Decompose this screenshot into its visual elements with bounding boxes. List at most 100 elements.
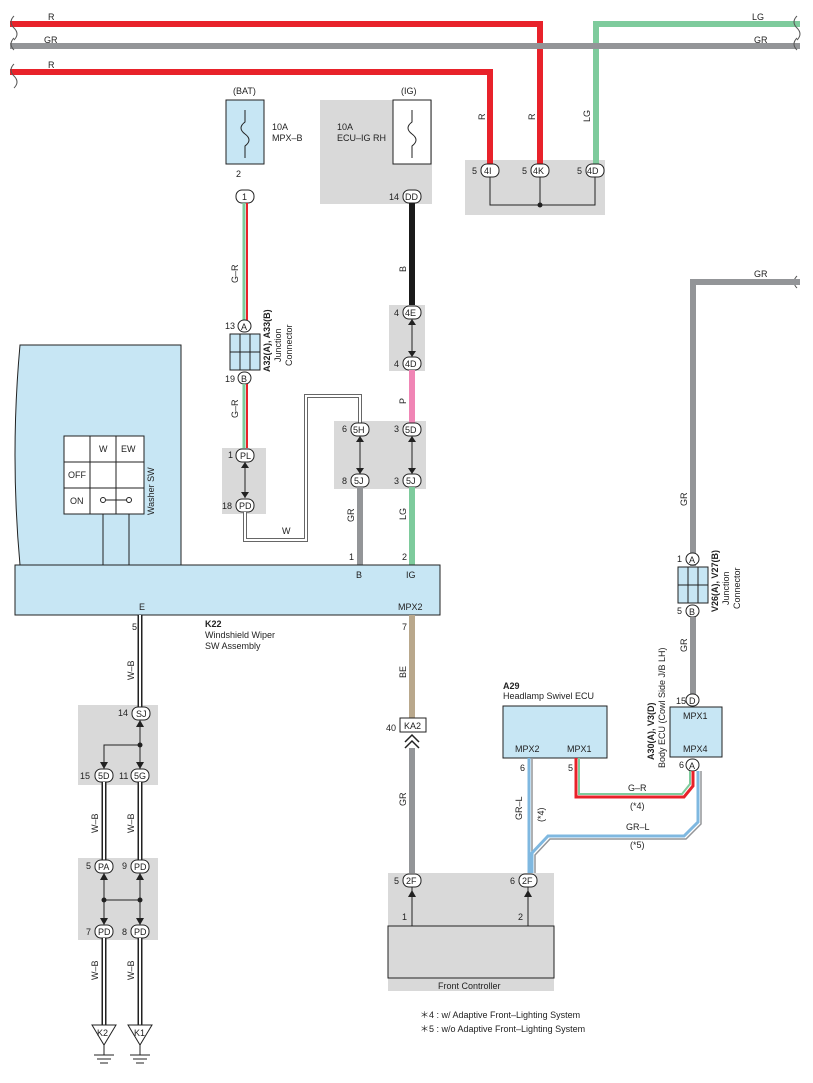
svg-text:B: B xyxy=(689,607,695,617)
wire-gr-right xyxy=(690,279,800,566)
wire-wb-mid xyxy=(101,782,143,860)
jconn-v-name: V26(A), V27(B) xyxy=(710,550,720,612)
a29-code: A29 xyxy=(503,681,520,691)
fuse-bat-pin: 2 xyxy=(236,169,241,179)
svg-text:5D: 5D xyxy=(98,771,110,781)
wire-label-gr-right-bot: GR xyxy=(679,638,689,652)
jconn-a-name: A32(A), A33(B) xyxy=(262,309,272,372)
jb-top-splice xyxy=(537,202,543,208)
wire-g-r-lower xyxy=(242,384,248,448)
svg-text:11: 11 xyxy=(119,771,128,781)
note-marker-4a: (*4) xyxy=(630,801,645,811)
svg-text:5J: 5J xyxy=(354,476,364,486)
svg-text:PD: PD xyxy=(134,862,147,872)
fuse-bat-name: MPX–B xyxy=(272,133,303,143)
wire-label-lg-4d: LG xyxy=(582,110,592,122)
svg-text:5: 5 xyxy=(394,876,399,886)
a29-terminal-mpx2: MPX2 xyxy=(515,744,540,754)
svg-text:13: 13 xyxy=(225,321,235,331)
svg-text:40: 40 xyxy=(386,723,396,733)
wire-label-r-4i: R xyxy=(477,113,487,120)
svg-text:DD: DD xyxy=(405,192,418,202)
svg-text:PL: PL xyxy=(240,451,251,461)
svg-text:2: 2 xyxy=(402,552,407,562)
svg-text:1: 1 xyxy=(402,912,407,922)
svg-text:8: 8 xyxy=(342,476,347,486)
a30-name: A30(A), V3(D) xyxy=(646,702,656,760)
svg-text:5: 5 xyxy=(472,166,477,176)
ground-k1 xyxy=(127,1024,153,1064)
bus-wire-r2 xyxy=(10,69,493,168)
wire-label-gr-switch: GR xyxy=(346,508,356,522)
svg-text:4D: 4D xyxy=(405,359,417,369)
svg-text:4I: 4I xyxy=(484,166,492,176)
svg-text:KA2: KA2 xyxy=(404,721,421,731)
fuse-bat-rating: 10A xyxy=(272,122,288,132)
svg-text:5: 5 xyxy=(677,606,682,616)
wire-label-p: P xyxy=(398,398,408,404)
a30-terminal-mpx4: MPX4 xyxy=(683,744,708,754)
svg-text:B: B xyxy=(241,374,247,384)
ground-k2 xyxy=(91,1024,117,1064)
jb-top-connector-4i: 5 4I xyxy=(472,163,500,178)
k22-name1: Windshield Wiper xyxy=(205,630,275,640)
svg-text:6: 6 xyxy=(342,424,347,434)
wire-label-wb-2: W–B xyxy=(90,813,100,833)
fuse-ig-name: ECU–IG RH xyxy=(337,133,386,143)
a29-headlamp-swivel-ecu xyxy=(502,705,608,759)
svg-text:7: 7 xyxy=(402,622,407,632)
wire-label-gr-right-mid: GR xyxy=(679,492,689,506)
jb-top-connector-4d: 5 4D xyxy=(577,163,605,178)
a30-body-ecu xyxy=(669,706,723,758)
svg-text:5: 5 xyxy=(577,166,582,176)
k22-terminal-mpx2: MPX2 xyxy=(398,602,423,612)
washer-sw-name: Washer SW xyxy=(146,467,156,515)
svg-text:8: 8 xyxy=(122,927,127,937)
wire-label-g-r-mpx1: G–R xyxy=(628,783,647,793)
jconn-a-desc2: Connector xyxy=(284,324,294,366)
front-controller-box xyxy=(387,925,555,979)
wire-label-wb-3: W–B xyxy=(126,813,136,833)
wire-label-wb-1: W–B xyxy=(126,660,136,680)
washer-col-w: W xyxy=(99,444,108,454)
wire-label-gr-fc: GR xyxy=(398,792,408,806)
k22-terminal-b: B xyxy=(356,570,362,580)
jconn-v-desc2: Connector xyxy=(732,567,742,609)
svg-text:1: 1 xyxy=(349,552,354,562)
bus-wire-r1 xyxy=(10,21,543,168)
svg-text:D: D xyxy=(689,696,696,706)
wire-label-w: W xyxy=(282,526,291,536)
a29-name: Headlamp Swivel ECU xyxy=(503,691,594,701)
svg-text:4: 4 xyxy=(394,308,399,318)
bus-label-r1: R xyxy=(48,12,55,22)
jconn-v-top-pin xyxy=(685,552,700,566)
wire-wb-bottom xyxy=(101,938,143,1025)
svg-text:7: 7 xyxy=(86,927,91,937)
svg-text:14: 14 xyxy=(118,708,128,718)
svg-text:15: 15 xyxy=(676,696,686,706)
bus-wire-lg xyxy=(593,21,800,168)
wire-label-r-4k: R xyxy=(527,113,537,120)
wire-label-gr-l-a: GR–L xyxy=(514,796,524,820)
conn-sj xyxy=(131,706,151,721)
a29-terminal-mpx1: MPX1 xyxy=(567,744,592,754)
wire-label-wb-4: W–B xyxy=(90,960,100,980)
svg-text:15: 15 xyxy=(80,771,90,781)
fuse-bat-symbol xyxy=(240,110,250,158)
washer-switch-link xyxy=(100,497,132,565)
bus-label-lg: LG xyxy=(752,12,764,22)
bus-label-r2: R xyxy=(48,60,55,70)
a30-pin-d xyxy=(685,693,700,707)
svg-text:5: 5 xyxy=(522,166,527,176)
svg-text:3: 3 xyxy=(394,424,399,434)
svg-text:5G: 5G xyxy=(134,771,146,781)
note-marker-5: (*5) xyxy=(630,840,645,850)
svg-text:4: 4 xyxy=(394,359,399,369)
svg-text:PA: PA xyxy=(98,862,109,872)
washer-col-ew: EW xyxy=(121,444,136,454)
svg-text:1: 1 xyxy=(228,450,233,460)
bus-label-gr-left: GR xyxy=(44,35,58,45)
wire-label-gr-right-top: GR xyxy=(754,269,768,279)
svg-text:A: A xyxy=(689,761,695,771)
